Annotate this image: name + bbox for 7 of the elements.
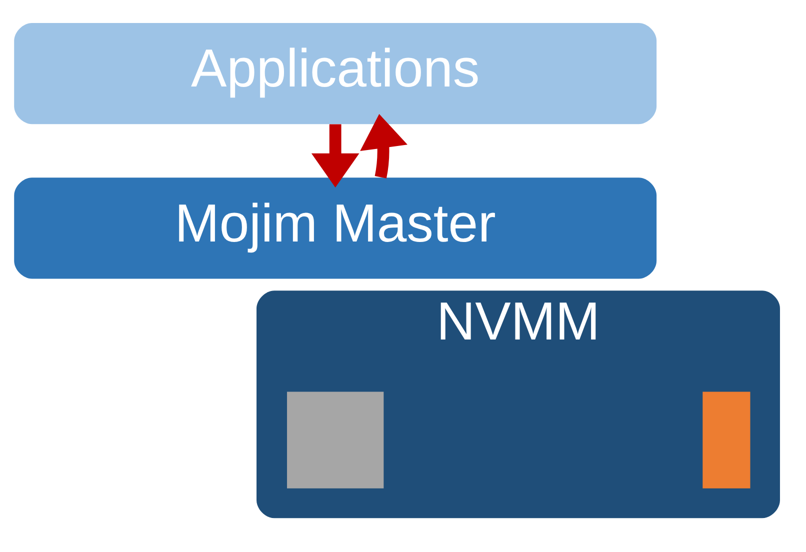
cluster: NVMM bbox=[256, 290, 780, 518]
node-box bbox=[287, 391, 384, 488]
node-box: Applications bbox=[14, 22, 657, 124]
arrow bbox=[311, 124, 360, 188]
arrow bbox=[360, 113, 408, 178]
node-box bbox=[702, 391, 750, 488]
node-box: Mojim Master bbox=[14, 177, 657, 278]
